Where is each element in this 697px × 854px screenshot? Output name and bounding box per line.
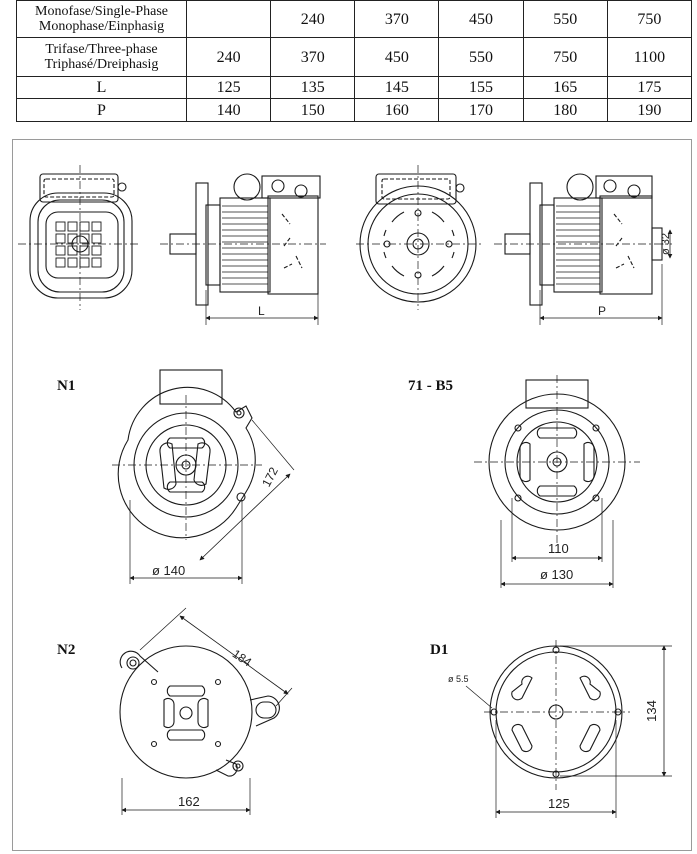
dim-b5-110: 110 [548,541,569,556]
dim-shaft-dia: ø 32 [660,232,672,256]
d1-drawing [465,640,672,818]
table-cell: 190 [606,98,693,122]
row-label: P [16,98,187,122]
table-row-p: P 140 150 160 170 180 190 [16,98,693,122]
label-n2: N2 [57,642,76,658]
drawings-panel [12,139,692,851]
table-cell: 180 [522,98,608,122]
dim-l: L [258,304,265,318]
table-cell: 170 [438,98,524,122]
motor-side-view-p [494,173,673,325]
motor-front-view-flange [356,165,482,310]
n2-drawing [119,607,293,815]
table-row-l: L 125 135 145 155 165 175 [16,76,693,99]
dim-b5-dia130: ø 130 [540,567,574,582]
table-cell: 1100 [606,37,693,77]
label-71-b5: 71 - B5 [408,378,453,394]
dim-n1-dia140: ø 140 [152,563,186,578]
dim-p: P [598,304,607,318]
table-cell: 750 [606,0,693,38]
dim-d1-hole: ø 5.5 [448,674,469,684]
motor-front-view [18,165,140,310]
table-cell: 160 [354,98,440,122]
dim-d1-134: 134 [644,700,659,722]
label-n1: N1 [57,378,76,394]
b5-drawing [474,375,640,588]
table-cell: 150 [270,98,356,122]
table-cell: 155 [438,76,524,99]
motor-side-view-l [160,173,326,325]
n1-drawing [112,369,295,584]
table-cell: 135 [270,76,356,99]
table-cell: 450 [354,37,440,77]
table-cell: 370 [270,37,356,77]
table-cell: 370 [354,0,440,38]
dim-d1-125: 125 [548,796,570,811]
dim-n2-162: 162 [178,794,200,809]
table-cell: 140 [185,98,272,122]
label-d1: D1 [430,642,449,658]
